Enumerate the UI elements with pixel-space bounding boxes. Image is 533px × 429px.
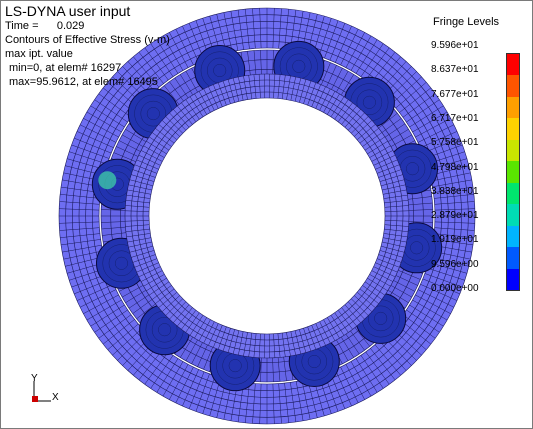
fringe-color-swatch (507, 182, 519, 205)
fringe-level-value: 5.758e+01 (431, 137, 479, 149)
fringe-level-value: 9.596e+00 (431, 258, 479, 270)
min-info: min=0, at elem# 16297 (9, 62, 122, 74)
fringe-color-swatch (507, 54, 519, 76)
time-readout: Time = 0.029 (5, 20, 84, 32)
fringe-color-swatch (507, 75, 519, 97)
outer-race-mesh (58, 7, 476, 425)
ring-band (125, 74, 409, 358)
stress-hotspot (98, 171, 117, 190)
fringe-level-value: 3.838e+01 (431, 185, 479, 197)
fringe-color-swatch (507, 139, 519, 162)
fringe-colorbar (506, 53, 520, 291)
inner-race-mesh (124, 73, 410, 359)
mesh-spoke-lines (125, 73, 409, 359)
mesh-ring-line (148, 97, 386, 335)
time-label: Time = (5, 20, 39, 32)
fringe-color-swatch (507, 225, 519, 248)
z-axis-marker (32, 396, 38, 402)
time-value: 0.029 (56, 20, 85, 32)
fringe-level-value: 6.717e+01 (431, 112, 479, 124)
contour-description: Contours of Effective Stress (v-m) (5, 34, 170, 46)
fringe-color-swatch (507, 247, 519, 269)
window-title: LS-DYNA user input (5, 3, 131, 19)
fringe-level-value: 9.596e+01 (431, 40, 479, 51)
max-info: max=95.9612, at elem# 16495 (9, 76, 158, 88)
x-axis-label: X (52, 392, 59, 403)
fringe-color-swatch (507, 96, 519, 119)
fringe-level-value: 7.677e+01 (431, 88, 479, 100)
fringe-level-value: 1.919e+01 (431, 234, 479, 246)
y-axis-label: Y (31, 373, 38, 384)
fringe-color-swatch (507, 204, 519, 226)
fringe-levels-title: Fringe Levels (433, 16, 500, 28)
fringe-level-value: 2.879e+01 (431, 210, 479, 222)
fringe-color-swatch (507, 268, 519, 290)
fringe-level-value: 8.637e+01 (431, 64, 479, 76)
fringe-color-swatch (507, 161, 519, 183)
mesh-spoke-lines (59, 8, 475, 424)
axis-triad (32, 381, 51, 402)
max-ipt-label: max ipt. value (5, 48, 73, 60)
fringe-color-swatch (507, 118, 519, 140)
fringe-level-value: 4.798e+01 (431, 161, 479, 173)
fringe-level-value: 0.000e+00 (431, 283, 479, 294)
